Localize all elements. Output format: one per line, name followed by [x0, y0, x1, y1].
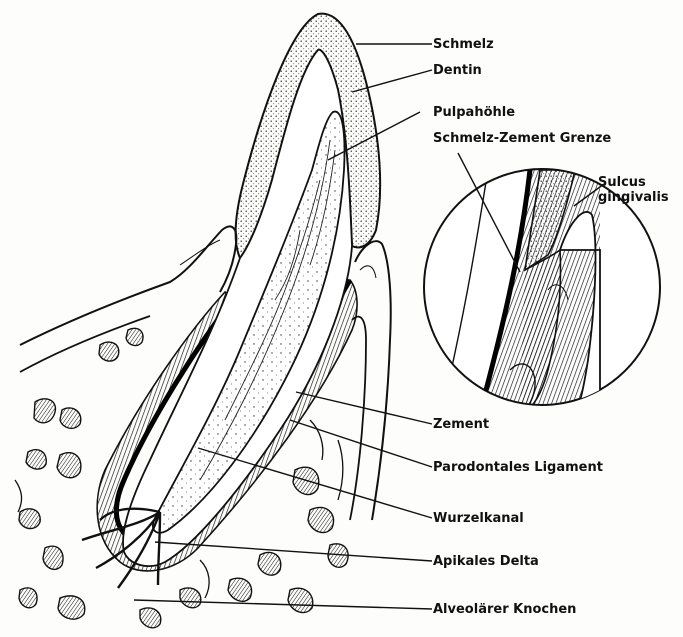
label-dentin: Dentin: [433, 63, 482, 78]
label-sulcus: Sulcus: [598, 175, 646, 190]
label-gingivalis: gingivalis: [598, 190, 669, 205]
magnified-inset: [424, 169, 660, 430]
label-pulpahoehle: Pulpahöhle: [433, 105, 515, 120]
label-wurzelkanal: Wurzelkanal: [433, 511, 524, 526]
label-schmelz: Schmelz: [433, 37, 494, 52]
label-apikales-delta: Apikales Delta: [433, 554, 539, 569]
label-schmelz-zement-grenze: Schmelz-Zement Grenze: [433, 131, 611, 146]
label-zement: Zement: [433, 417, 489, 432]
label-parodontales-ligament: Parodontales Ligament: [433, 460, 603, 475]
gingiva-right: [350, 241, 391, 520]
label-alveolaerer-knochen: Alveolärer Knochen: [433, 602, 576, 617]
